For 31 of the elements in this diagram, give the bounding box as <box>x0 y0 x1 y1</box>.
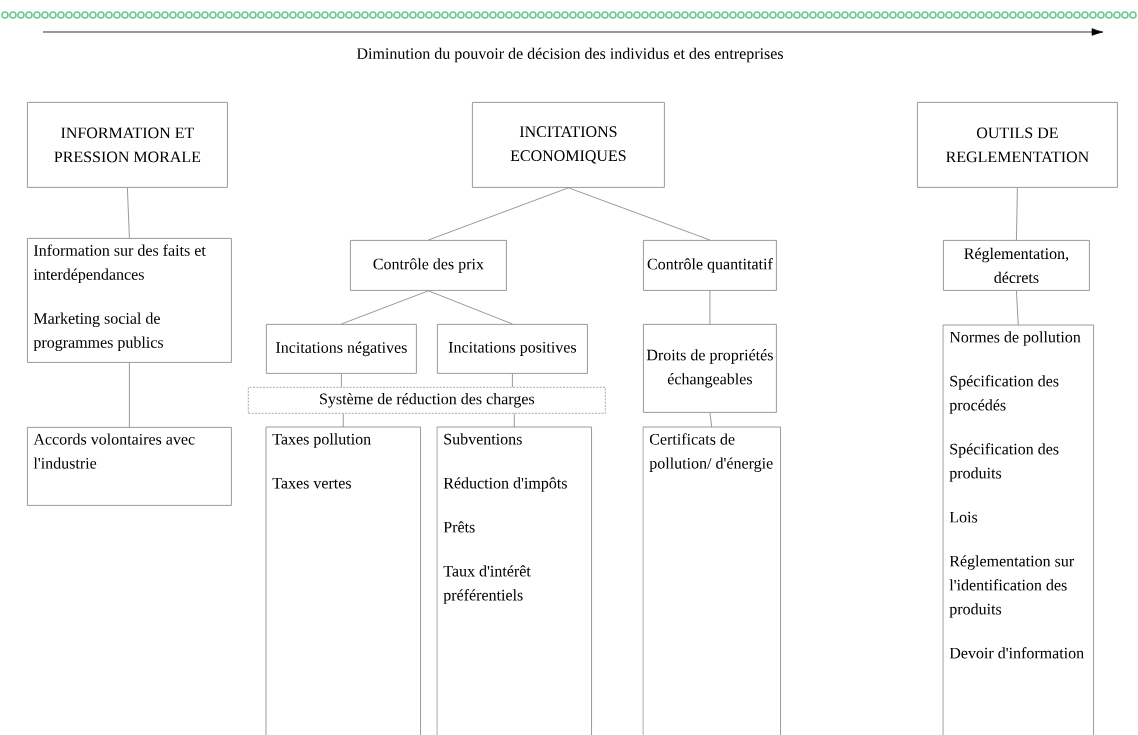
connector-line <box>709 412 713 428</box>
connector-line <box>127 187 130 239</box>
connector-line <box>512 373 513 388</box>
category-box: INFORMATION ET PRESSION MORALE <box>27 102 228 188</box>
connector-line <box>342 413 344 428</box>
category-box: Incitations négatives <box>266 324 417 374</box>
connector-line <box>1016 187 1018 241</box>
category-box: Droits de propriétés échangeables <box>643 324 777 413</box>
connector-line <box>428 290 513 325</box>
connector-line <box>341 290 429 325</box>
list-box: Taxes pollution Taxes vertes <box>265 426 421 735</box>
list-box: Normes de pollution Spécification des procédés Spécification des produits Lois Réglementation sur l'identification des produits Devoir d'information <box>942 324 1094 735</box>
list-box: Certificats de pollution/ d'énergie <box>642 426 781 735</box>
connector-line <box>709 290 711 325</box>
connector-line <box>513 413 515 428</box>
list-box: Information sur des faits et interdépendances Marketing social de programmes publics <box>27 238 232 363</box>
connector-line <box>568 187 711 241</box>
connector-line <box>428 187 569 241</box>
category-box: OUTILS DE REGLEMENTATION <box>917 102 1118 188</box>
connector-line <box>1016 290 1019 326</box>
list-box: Subventions Réduction d'impôts Prêts Taux d'intérêt préférentiels <box>436 426 592 735</box>
connector-line <box>129 362 130 428</box>
category-box: Incitations positives <box>437 324 588 374</box>
category-box: Contrôle des prix <box>350 240 507 291</box>
list-box: Accords volontaires avec l'industrie <box>27 427 232 506</box>
category-box: Contrôle quantitatif <box>643 240 777 291</box>
arrow-caption: Diminution du pouvoir de décision des individus et des entreprises <box>356 47 783 63</box>
dashed-box: Système de réduction des charges <box>248 387 606 414</box>
category-box: Réglementation, décrets <box>943 240 1090 291</box>
connector-line <box>341 373 342 388</box>
category-box: INCITATIONS ECONOMIQUES <box>472 102 665 188</box>
